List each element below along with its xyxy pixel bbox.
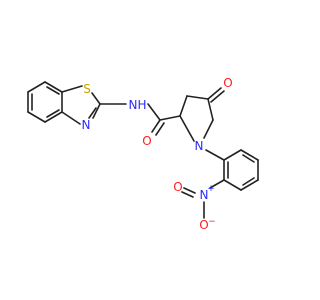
bond <box>242 177 255 186</box>
bond <box>179 95 188 117</box>
atom-H-amide: H <box>137 98 146 112</box>
atom-O-nitro-double: O <box>173 180 182 194</box>
bond <box>159 115 181 121</box>
bond <box>61 111 81 125</box>
charge-plus: + <box>207 184 215 194</box>
bond <box>44 81 63 93</box>
atom-O-amide: O <box>142 134 151 148</box>
bond <box>27 111 46 123</box>
bond <box>147 103 161 121</box>
charge-minus: − <box>208 217 216 227</box>
bond <box>207 87 222 100</box>
bond <box>181 191 194 198</box>
bond <box>240 179 259 191</box>
molecule-canvas: S N N H O O N N + O O − <box>27 76 259 232</box>
atom-N-amide: N <box>129 98 138 112</box>
bond <box>46 86 60 95</box>
bond <box>223 149 242 161</box>
bond <box>209 179 225 189</box>
bond <box>155 122 165 136</box>
bond <box>91 92 101 105</box>
atom-labels: S N N H O O N N + O O − <box>82 76 233 232</box>
bond <box>240 149 259 161</box>
bond <box>186 95 209 100</box>
bond <box>183 187 196 194</box>
bond <box>210 90 225 103</box>
atom-N-pyrrolidine: N <box>195 139 204 153</box>
atom-O-nitro-single: O <box>199 218 208 232</box>
bond <box>203 119 214 139</box>
bond <box>46 109 60 118</box>
bond <box>88 107 97 119</box>
bond <box>92 103 101 119</box>
bond <box>61 85 83 93</box>
bond <box>207 98 214 121</box>
structure-diagram: S N N H O O N N + O O − <box>27 76 259 232</box>
atom-N-nitro: N <box>200 188 209 202</box>
bond <box>27 81 46 93</box>
atom-N-thiazole: N <box>82 118 91 132</box>
bond <box>44 111 63 123</box>
bonds <box>27 81 259 219</box>
atom-O-lactam: O <box>223 76 232 90</box>
bond <box>151 119 161 133</box>
bond <box>223 179 242 191</box>
bond <box>205 149 225 161</box>
bond <box>242 154 255 163</box>
atom-S: S <box>83 82 91 96</box>
bond <box>179 115 195 142</box>
